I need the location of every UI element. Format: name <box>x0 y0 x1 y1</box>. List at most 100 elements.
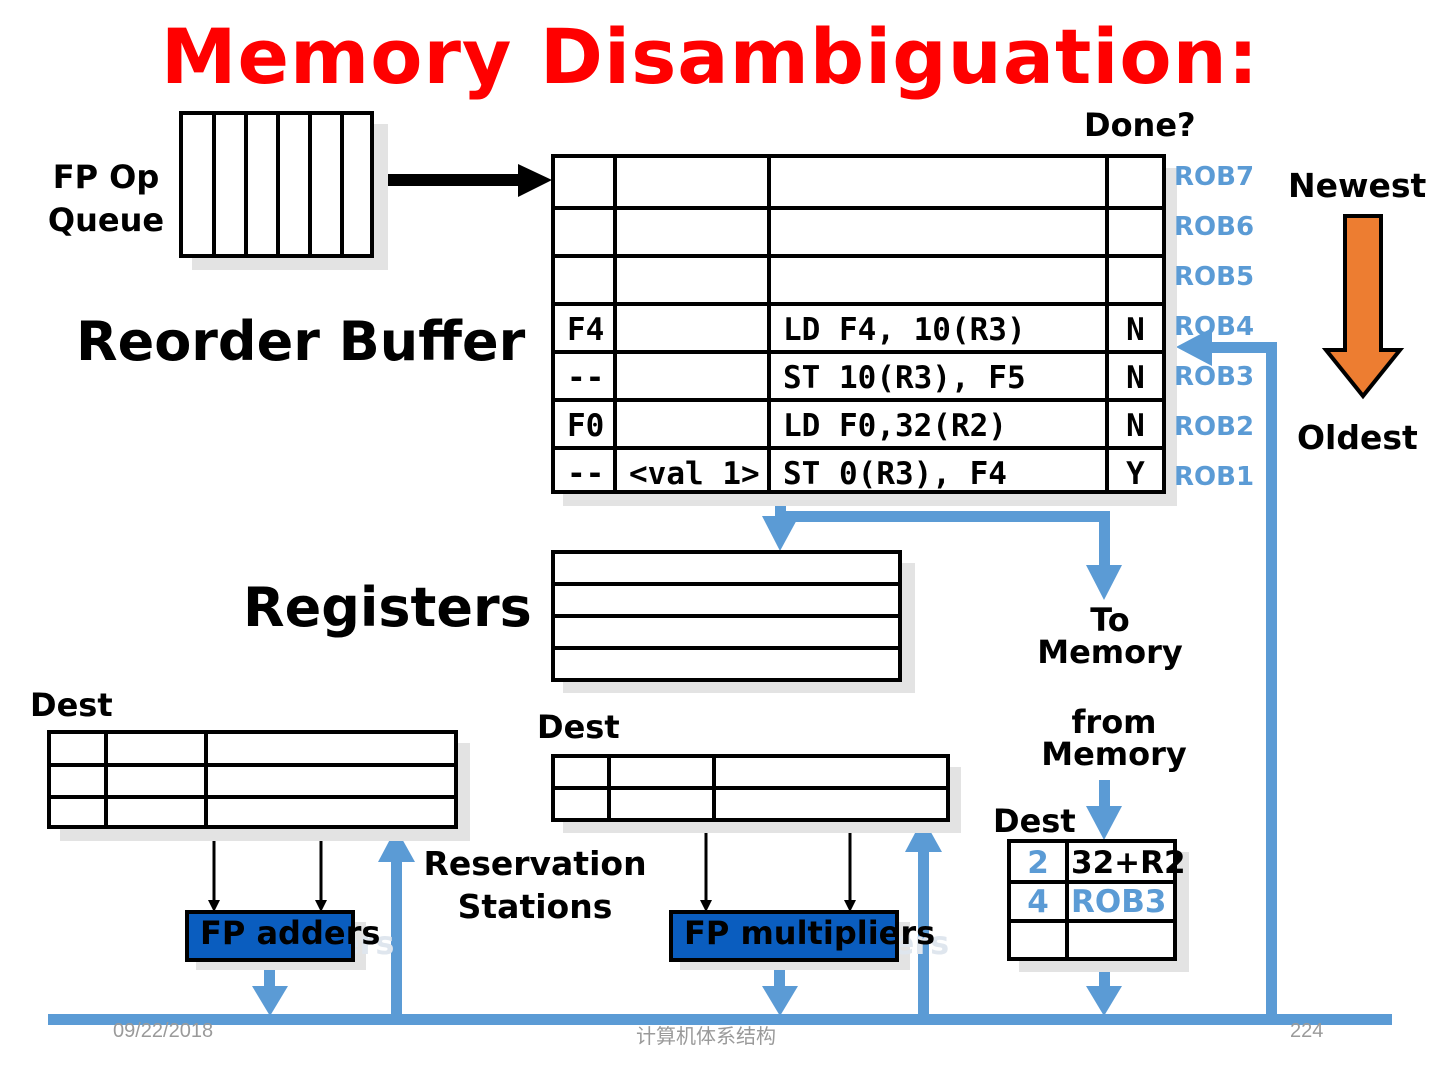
slide-title: Memory Disambiguation: <box>160 12 1260 101</box>
done-column-header: Done? <box>1084 106 1196 144</box>
rob-tag: ROB5 <box>1174 262 1255 292</box>
fp-multipliers-unit <box>669 910 899 962</box>
common-data-bus <box>48 1014 1392 1025</box>
from-memory-line1: from <box>1071 703 1157 741</box>
rob-done-cell: Y <box>1126 456 1145 492</box>
rob-tag: ROB2 <box>1174 412 1255 442</box>
rob-to-registers-arrowhead <box>762 516 799 551</box>
load-buffer-dest-cell: 2 <box>1027 844 1049 881</box>
fp-op-queue <box>179 111 374 258</box>
load-buffer-entry: 2 32+R2 <box>1011 843 1186 882</box>
rob-value-cell <box>617 306 779 354</box>
rob-instruction-cell <box>771 258 1117 306</box>
reservation-stations-label: Reservation Stations <box>410 842 660 928</box>
rob-value-cell: <val 1> <box>629 456 760 492</box>
load-buffer-dest-cell: 4 <box>1027 883 1049 920</box>
load-buffer-address-cell: ROB3 <box>1071 883 1167 920</box>
rob-column-divider <box>613 158 617 490</box>
reorder-buffer-table: F4 LD F4, 10(R3) N -- ST 10(R3), F5 N F0 LD F0,… <box>551 154 1166 494</box>
rob-done-cell <box>1109 210 1162 258</box>
rob-dest-cell: -- <box>567 456 605 492</box>
rob-value-cell <box>617 158 779 206</box>
to-memory-line1: To <box>1090 601 1130 639</box>
rob-tag: ROB7 <box>1174 162 1255 192</box>
adders-to-cdb-arrowhead <box>252 986 288 1016</box>
newest-to-oldest-arrow <box>1321 214 1405 400</box>
rob-done-cell: N <box>1126 360 1145 396</box>
fp-adders-label: FP adders <box>200 914 381 952</box>
rob-column-divider <box>767 158 771 490</box>
cdb-to-rob-riser <box>1266 342 1277 1020</box>
fp-adders-unit <box>185 910 355 962</box>
rob-entry <box>555 158 1162 206</box>
multipliers-to-cdb-arrowhead <box>762 986 798 1016</box>
rob-done-cell <box>1109 258 1162 306</box>
rob-entry: F0 LD F0,32(R2) N <box>555 398 1162 450</box>
rob-value-cell <box>617 402 779 450</box>
rob-done-cell: N <box>1126 312 1145 348</box>
rob-instruction-cell <box>771 210 1117 258</box>
load-buffer-dest-cell <box>1011 921 1065 960</box>
rob-entry: -- <val 1> ST 0(R3), F4 Y <box>555 446 1162 498</box>
to-memory-line2: Memory <box>1037 633 1183 671</box>
rob-value-cell <box>617 258 779 306</box>
mult-rs-dest-label: Dest <box>537 708 620 746</box>
rob-done-cell: N <box>1126 408 1145 444</box>
rob-instruction-cell: ST 10(R3), F5 <box>783 360 1026 396</box>
reservation-stations-line1: Reservation <box>423 844 647 883</box>
fp-op-queue-label-line1: FP Op <box>52 158 160 196</box>
rob-dest-cell: F4 <box>567 312 605 348</box>
multiplier-reservation-stations <box>551 754 950 822</box>
rob-dest-cell: F0 <box>567 408 605 444</box>
load-buffer-column-divider <box>1065 843 1069 957</box>
to-memory-label: To Memory <box>1010 604 1210 668</box>
adder-rs-dest-label: Dest <box>30 686 113 724</box>
load-buffer-dest-label: Dest <box>993 802 1076 840</box>
rob-value-cell <box>617 210 779 258</box>
load-buffer: 2 32+R2 4 ROB3 <box>1007 839 1186 961</box>
oldest-label: Oldest <box>1297 418 1418 457</box>
from-memory-label: from Memory <box>1014 706 1214 770</box>
adder-reservation-stations <box>47 730 458 829</box>
registers-label: Registers <box>243 576 532 639</box>
load-buffer-entry <box>1011 919 1173 960</box>
rob-dest-cell: -- <box>567 360 605 396</box>
from-memory-line2: Memory <box>1041 735 1187 773</box>
rob-tag: ROB1 <box>1174 462 1255 492</box>
rob-instruction-cell: LD F0,32(R2) <box>783 408 1007 444</box>
newest-label: Newest <box>1288 166 1427 205</box>
rob-instruction-cell: LD F4, 10(R3) <box>783 312 1026 348</box>
reorder-buffer-label: Reorder Buffer <box>76 310 526 373</box>
rob-tag: ROB4 <box>1174 312 1255 342</box>
fp-op-queue-label: FP Op Queue <box>40 156 172 242</box>
queue-to-rob-arrow <box>372 164 552 197</box>
load-buffer-address-cell: 32+R2 <box>1071 844 1186 881</box>
load-buffer-entry: 4 ROB3 <box>1011 880 1173 921</box>
rob-entry <box>555 254 1162 306</box>
rob-entry: F4 LD F4, 10(R3) N <box>555 302 1162 354</box>
to-memory-arrowhead <box>1086 565 1122 600</box>
load-buffer-to-cdb-arrowhead <box>1086 986 1122 1016</box>
cdb-to-adder-rs-arrowhead <box>378 828 415 862</box>
rob-entry: -- ST 10(R3), F5 N <box>555 350 1162 402</box>
from-memory-arrowhead <box>1086 806 1122 840</box>
register-file <box>551 550 902 682</box>
reservation-stations-line2: Stations <box>457 887 613 926</box>
rob-tag: ROB3 <box>1174 362 1255 392</box>
footer-course: 计算机体系结构 <box>636 1026 776 1048</box>
rob-instruction-cell <box>771 158 1117 206</box>
rob-done-cell <box>1109 158 1162 206</box>
footer-page-number: 224 <box>1290 1020 1324 1042</box>
fp-op-queue-label-line2: Queue <box>47 201 165 239</box>
rob-tag: ROB6 <box>1174 212 1255 242</box>
fp-multipliers-label: FP multipliers <box>684 914 936 952</box>
load-buffer-address-cell <box>1069 921 1173 960</box>
footer-date: 09/22/2018 <box>113 1020 214 1042</box>
rob-column-divider <box>1105 158 1109 490</box>
rob-instruction-cell: ST 0(R3), F4 <box>783 456 1007 492</box>
rob-entry <box>555 206 1162 258</box>
cdb-to-mult-rs-arrowhead <box>905 818 942 852</box>
cdb-to-rob-arrowhead <box>1176 328 1212 366</box>
rob-value-cell <box>617 354 779 402</box>
